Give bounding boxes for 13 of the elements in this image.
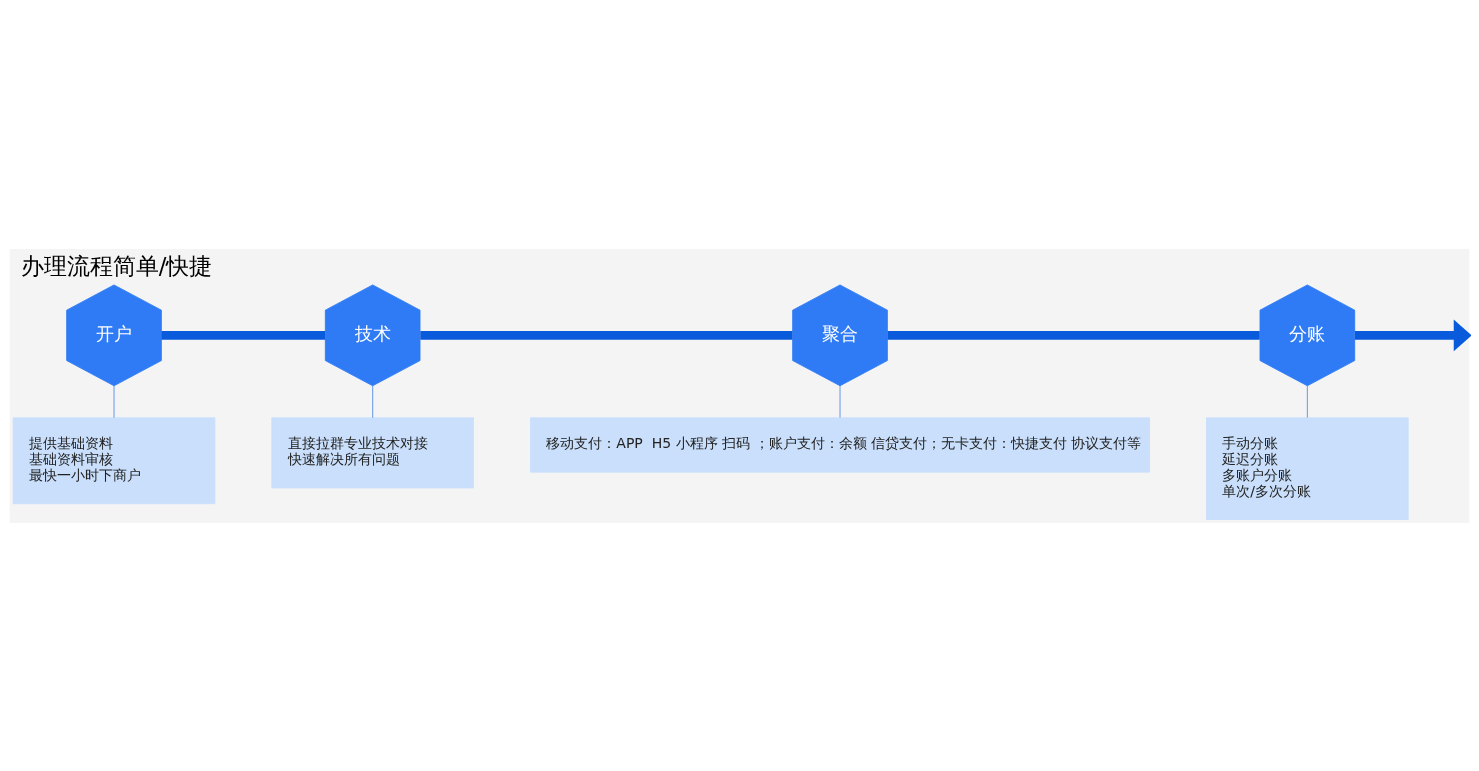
connector <box>887 330 1260 340</box>
node-box: 手动分账 延迟分账 多账户分账 单次/多次分账 <box>1206 416 1409 520</box>
connector <box>113 384 115 418</box>
node-box: 直接拉群专业技术对接 快速解决所有问题 <box>271 416 474 488</box>
connector <box>839 385 841 418</box>
connector <box>1306 384 1308 418</box>
node-box: 移动支付：APP H5 小程序 扫码 ；账户支付：余额 信贷支付；无卡支付：快捷支付 协议支付等 <box>530 416 1150 473</box>
node-box: 提供基础资料 基础资料审核 最快一小时下商户 <box>12 416 216 504</box>
connector <box>420 330 793 340</box>
diagram-title: 办理流程简单/快捷 <box>20 252 213 279</box>
connector <box>161 330 326 340</box>
arrow <box>1354 319 1471 351</box>
connector <box>372 384 374 418</box>
